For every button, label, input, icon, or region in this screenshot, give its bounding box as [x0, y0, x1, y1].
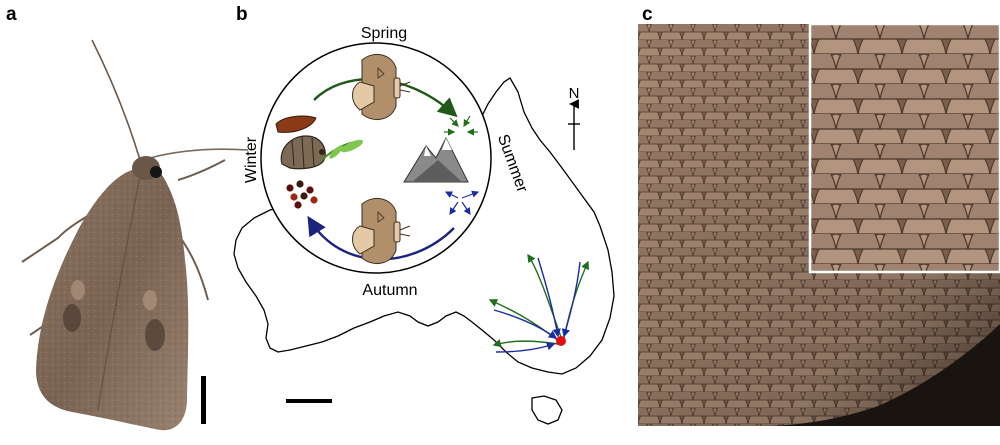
- season-label-spring: Spring: [361, 25, 407, 42]
- season-label-winter: Winter: [243, 136, 260, 183]
- leaf-icon: [321, 139, 364, 161]
- moth-icon: [352, 197, 411, 265]
- compass: N: [568, 85, 580, 150]
- autumn-migration-arrows: [493, 257, 581, 353]
- mountain-icon: [403, 136, 469, 183]
- eggs-icon: [286, 180, 318, 209]
- tasmania-outline: [531, 395, 563, 425]
- magnified-inset: [808, 24, 1000, 274]
- left-antenna: [91, 39, 141, 161]
- wing-scales-photo-panel: [638, 24, 1000, 426]
- migration-diagram-panel: N Spring Autumn Winter Summer: [233, 25, 615, 425]
- larva-icon: [280, 135, 326, 170]
- moth-photo-panel: [21, 39, 249, 431]
- panel-letter-a: a: [6, 4, 17, 25]
- wing-spot: [145, 319, 165, 351]
- moth-leg: [177, 159, 226, 181]
- disperse-arrows-icon: [444, 190, 480, 215]
- life-cycle-circle: [260, 42, 492, 274]
- location-marker-dot: [556, 336, 566, 346]
- wing-spot: [63, 304, 81, 332]
- season-label-autumn: Autumn: [362, 282, 417, 299]
- panel-letter-c: c: [642, 4, 653, 25]
- converge-arrows-icon: [444, 115, 478, 136]
- compass-north-label: N: [569, 85, 580, 102]
- right-antenna: [149, 148, 249, 159]
- panel-letter-b: b: [236, 4, 248, 25]
- moth-icon: [352, 53, 411, 121]
- scale-bar: [201, 376, 206, 424]
- map-scale-bar: [286, 399, 332, 403]
- moth-eye: [150, 166, 162, 178]
- season-label-summer: Summer: [494, 132, 531, 195]
- pupa-icon: [275, 115, 317, 133]
